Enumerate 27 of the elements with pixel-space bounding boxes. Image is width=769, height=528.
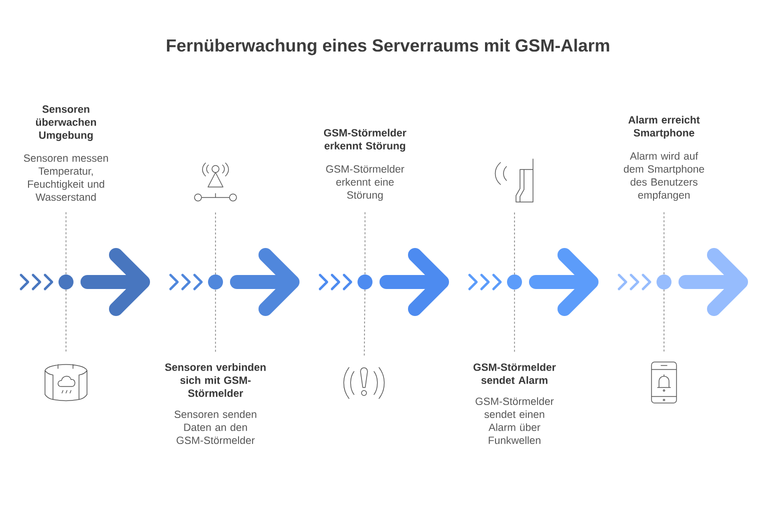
smartphone-icon bbox=[651, 362, 677, 404]
step-description: Sensoren senden Daten an den GSM-Störmelder bbox=[174, 410, 256, 444]
leader-line bbox=[514, 212, 515, 275]
alert-signal-icon bbox=[343, 367, 385, 399]
timeline-dot bbox=[58, 274, 74, 290]
step-heading: Sensoren verbinden sich mit GSM-Störmelder bbox=[165, 363, 266, 397]
leader-line bbox=[215, 289, 216, 352]
title: Fernüberwachung eines Serverraums mit GSM-Alarm bbox=[166, 38, 610, 56]
timeline-dot bbox=[208, 274, 223, 290]
timeline-dot bbox=[656, 274, 672, 290]
step-description: GSM-Störmelder erkennt eine Störung bbox=[326, 165, 404, 201]
cloud-sensor-icon bbox=[44, 364, 88, 401]
step-heading: GSM-Störmelder sendet Alarm bbox=[474, 363, 556, 384]
leader-line bbox=[215, 212, 216, 275]
leader-line bbox=[364, 289, 366, 356]
step-heading: GSM-Störmelder erkennt Störung bbox=[324, 128, 406, 152]
step-description: Alarm wird auf dem Smartphone des Benutzers empfangen bbox=[624, 152, 704, 201]
timeline-dot bbox=[507, 274, 522, 290]
antenna-icon bbox=[194, 162, 237, 202]
leader-line bbox=[364, 212, 366, 275]
step-description: Sensoren messen Temperatur, Feuchtigkeit und Wasserstand bbox=[24, 154, 108, 201]
timeline-dot bbox=[358, 274, 372, 290]
signal-device-icon bbox=[494, 158, 534, 202]
step-heading: Alarm erreicht Smartphone bbox=[628, 116, 700, 139]
leader-line bbox=[514, 289, 515, 352]
step-description: GSM-Störmelder sendet einen Alarm über Funkwellen bbox=[476, 397, 554, 444]
step-heading: Sensoren überwachen Umgebung bbox=[36, 105, 96, 141]
